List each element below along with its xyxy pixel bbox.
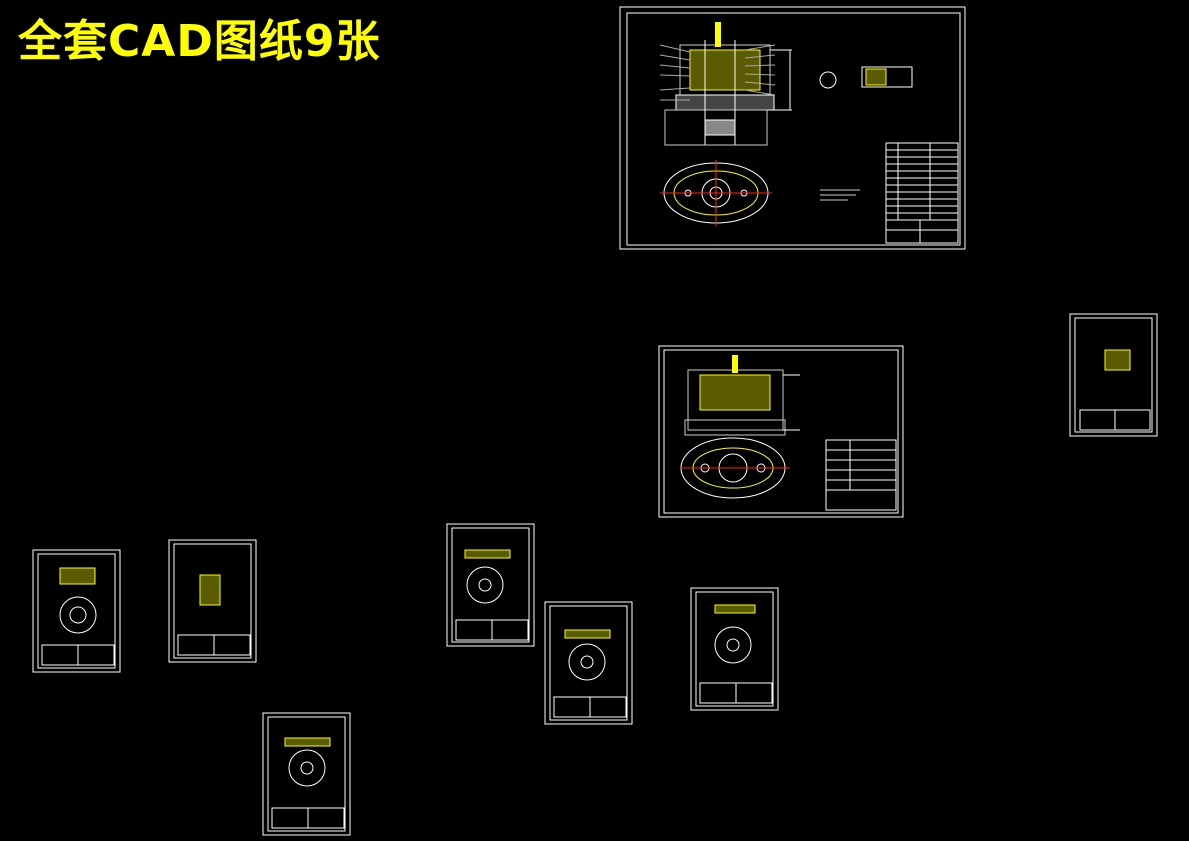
technical-notes bbox=[820, 189, 860, 201]
part-drawing-sheet-7[interactable] bbox=[544, 601, 633, 725]
detail-view bbox=[819, 66, 913, 89]
part-drawing-sheet-5[interactable] bbox=[168, 539, 257, 663]
part-drawing-sheet-4[interactable] bbox=[32, 549, 121, 673]
part-drawing-sheet-3[interactable] bbox=[1069, 313, 1158, 437]
die-assembly-section bbox=[684, 355, 800, 436]
plan-view bbox=[680, 437, 790, 499]
plan-view bbox=[660, 160, 772, 226]
part-drawing-sheet-9[interactable] bbox=[262, 712, 351, 836]
assembly-drawing-sheet-1[interactable] bbox=[619, 6, 966, 250]
page-title: 全套CAD图纸9张 bbox=[18, 16, 381, 67]
leader-lines-right bbox=[744, 44, 776, 96]
parts-list-table bbox=[825, 439, 897, 511]
part-drawing-sheet-6[interactable] bbox=[446, 523, 535, 647]
leader-lines-left bbox=[659, 44, 691, 101]
assembly-drawing-sheet-2[interactable] bbox=[658, 345, 904, 518]
die-assembly-section bbox=[664, 22, 792, 146]
part-drawing-sheet-8[interactable] bbox=[690, 587, 779, 711]
parts-list-table bbox=[885, 142, 959, 244]
